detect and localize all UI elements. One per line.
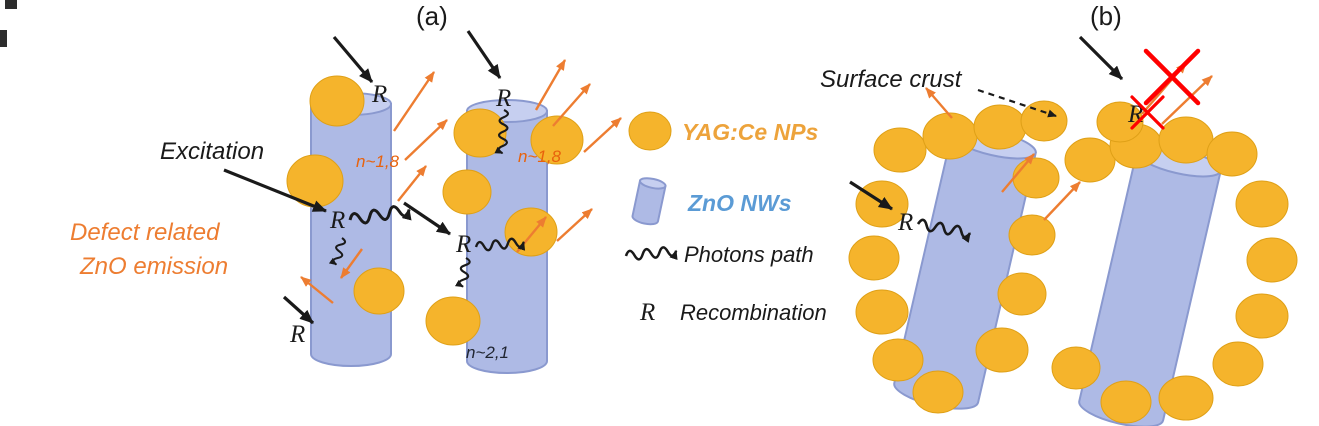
red-cross-icon xyxy=(1130,95,1165,130)
yag-nanoparticle xyxy=(1008,214,1056,256)
yag-nanoparticle xyxy=(1206,131,1258,177)
emission-arrow xyxy=(583,117,622,153)
emission-arrow xyxy=(1043,181,1081,221)
excitation-label: Excitation xyxy=(160,138,264,165)
yag-nanoparticle xyxy=(453,108,507,158)
excitation-arrow xyxy=(849,180,893,211)
edge-artifact xyxy=(5,0,17,9)
emission-arrow xyxy=(552,83,591,127)
yag-nanoparticle xyxy=(1212,341,1264,387)
emission-arrow xyxy=(300,276,334,304)
recombination-mark: R xyxy=(371,81,387,108)
yag-np-swatch-icon xyxy=(628,111,672,151)
panel-b-label: (b) xyxy=(1090,1,1122,31)
yag-nanoparticle xyxy=(922,112,978,160)
defect-emission-label-line1: Defect related xyxy=(70,219,220,246)
yag-nanoparticle xyxy=(1158,375,1214,421)
yag-nanoparticle xyxy=(848,235,900,281)
excitation-arrow xyxy=(1078,35,1124,81)
emission-arrow xyxy=(397,165,427,202)
yag-nanoparticle xyxy=(1158,116,1214,164)
excitation-arrows-b xyxy=(849,35,1124,211)
yag-nanoparticle xyxy=(353,267,405,315)
excitation-arrow xyxy=(332,35,374,84)
yag-nanoparticle xyxy=(873,127,927,173)
recombination-mark: R xyxy=(455,231,471,258)
emission-arrow xyxy=(534,59,567,111)
yag-nanoparticle xyxy=(1246,237,1298,283)
yag-nanoparticles-a xyxy=(286,75,584,346)
yag-nanoparticle xyxy=(1012,157,1060,199)
yag-nanoparticle xyxy=(912,370,964,414)
excitation-arrow xyxy=(403,201,451,236)
emission-arrows-a xyxy=(300,59,622,304)
emission-arrow xyxy=(1001,153,1035,193)
emission-arrow xyxy=(925,87,953,119)
emission-arrow xyxy=(1161,75,1213,125)
yag-nanoparticle xyxy=(872,338,924,382)
zno-nw-swatch-body xyxy=(631,179,667,226)
yag-nanoparticle xyxy=(442,169,492,215)
blocked-emission-marks xyxy=(1130,48,1201,130)
yag-nanoparticle xyxy=(504,207,558,257)
yag-nanoparticle xyxy=(997,272,1047,316)
yag-nanoparticle xyxy=(855,289,909,335)
yag-nanoparticle xyxy=(1064,137,1116,183)
emission-arrows-b xyxy=(925,62,1213,221)
panel-a: (a) xyxy=(70,1,622,374)
yag-nanoparticle xyxy=(1235,293,1289,339)
excitation-arrow xyxy=(466,30,502,79)
legend-photons-label: Photons path xyxy=(684,242,814,267)
zno-nw-swatch-top xyxy=(638,177,667,190)
excitation-arrow xyxy=(282,295,315,325)
refractive-index-label: n~1,8 xyxy=(356,152,400,171)
legend-recombination-label: Recombination xyxy=(680,300,827,325)
recombination-mark: R xyxy=(897,209,913,236)
yag-nanoparticle xyxy=(1020,100,1068,142)
yag-nanoparticle xyxy=(425,296,481,346)
red-cross-icon xyxy=(1143,48,1201,106)
surface-crust-pointer-arrow xyxy=(977,88,1057,118)
refractive-index-label: n~1,8 xyxy=(518,147,562,166)
emission-arrow xyxy=(393,71,435,132)
excitation-arrows-a xyxy=(223,30,502,325)
panel-b: (b) xyxy=(820,1,1298,426)
emission-arrow xyxy=(404,119,448,161)
refractive-index-label: n~2,1 xyxy=(466,343,509,362)
legend-recombination-symbol: R xyxy=(639,299,655,326)
yag-nanoparticle xyxy=(975,327,1029,373)
legend-yag-label: YAG:Ce NPs xyxy=(682,119,818,145)
zno-nanowire xyxy=(310,92,392,367)
yag-nanoparticle xyxy=(309,75,365,127)
defect-emission-label-line2: ZnO emission xyxy=(79,253,228,280)
recombination-mark: R xyxy=(289,321,305,348)
legend: YAG:Ce NPs ZnO NWs Photons path R Recomb… xyxy=(626,111,827,326)
surface-crust-nanoparticles xyxy=(848,100,1298,424)
emission-arrow xyxy=(340,248,363,279)
zno-nw-swatch-icon xyxy=(631,177,667,226)
yag-nanoparticle xyxy=(1235,180,1289,228)
yag-nanoparticle xyxy=(1100,380,1152,424)
excitation-arrow xyxy=(223,168,327,213)
edge-artifact xyxy=(0,30,7,47)
photon-path-swatch-icon xyxy=(626,246,677,261)
recombination-mark: R xyxy=(329,207,345,234)
yag-nanoparticle xyxy=(530,115,584,165)
legend-zno-label: ZnO NWs xyxy=(687,190,792,216)
recombination-mark: R xyxy=(495,85,511,112)
yag-nanoparticle xyxy=(1051,346,1101,390)
yag-nanoparticle xyxy=(1096,101,1144,143)
emission-arrow xyxy=(556,208,593,242)
surface-crust-label: Surface crust xyxy=(820,66,963,93)
panel-a-label: (a) xyxy=(416,1,448,31)
yag-nanoparticle xyxy=(973,104,1027,150)
